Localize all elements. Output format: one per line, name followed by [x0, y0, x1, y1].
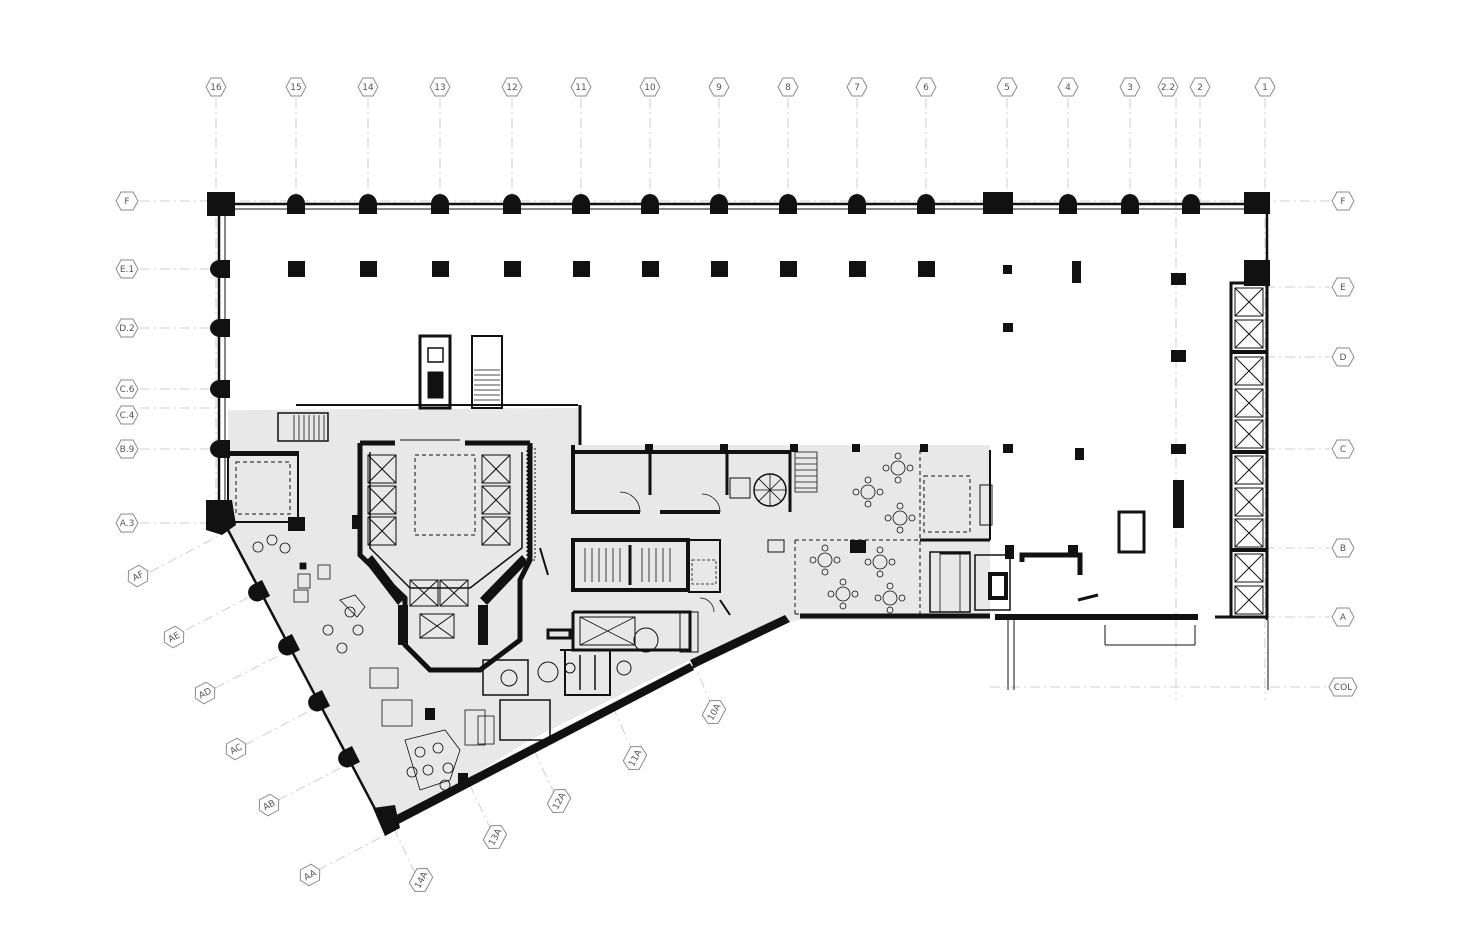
svg-text:9: 9	[716, 83, 722, 93]
grid-tag-1: 1	[1254, 77, 1276, 97]
grid-tag-12a: 12A	[546, 789, 572, 813]
stair-block	[571, 538, 785, 593]
facade-piers-north	[287, 194, 1200, 214]
svg-text:E: E	[1340, 283, 1346, 293]
grid-tag-right-b: B	[1331, 538, 1355, 558]
svg-text:13: 13	[434, 83, 445, 93]
svg-text:12: 12	[506, 83, 517, 93]
svg-text:16: 16	[210, 83, 222, 93]
grid-tag-14: 14	[357, 77, 379, 97]
grid-tag-6: 6	[915, 77, 937, 97]
svg-text:6: 6	[923, 83, 929, 93]
grid-tag-right-d: D	[1331, 347, 1355, 367]
grid-tag-aa: AA	[299, 863, 321, 887]
svg-text:B: B	[1340, 544, 1346, 554]
svg-text:7: 7	[854, 83, 860, 93]
sw-open-office	[252, 515, 495, 791]
svg-text:15: 15	[290, 83, 301, 93]
svg-text:2.2: 2.2	[1161, 83, 1175, 93]
top-grid-tags: 16 15 14 13 12 11 10 9 8 7 6 5 4 3 2.2 2…	[205, 77, 1276, 97]
middle-rooms	[571, 445, 818, 514]
grid-tag-15: 15	[285, 77, 307, 97]
grid-tag-right-e: E	[1331, 277, 1355, 297]
svg-text:D: D	[1340, 353, 1347, 363]
grid-tag-left-f: F	[115, 191, 139, 211]
grid-tag-13: 13	[429, 77, 451, 97]
grid-tag-4: 4	[1057, 77, 1079, 97]
grid-tag-16: 16	[205, 77, 227, 97]
svg-text:5: 5	[1004, 83, 1010, 93]
grid-tag-ac: AC	[225, 737, 247, 761]
grid-tag-5: 5	[996, 77, 1018, 97]
grid-tag-left-e1: E.1	[115, 259, 139, 279]
grid-tag-10: 10	[639, 77, 661, 97]
grid-tag-10a: 10A	[701, 700, 727, 724]
svg-text:A.3: A.3	[120, 519, 135, 529]
grid-tag-right-col: COL	[1328, 677, 1358, 697]
south-angled-wall	[383, 615, 790, 830]
left-grid-tags: F E.1 D.2 C.6 C.4 B.9 A.3	[115, 191, 139, 533]
interior-columns	[288, 261, 1186, 785]
west-office	[227, 451, 299, 523]
central-core	[357, 440, 536, 673]
diagonal-grid-tags: AF AE AD AC AB AA 14A 13A 12A 11A 10A	[127, 564, 727, 892]
grid-tag-14a: 14A	[408, 868, 434, 892]
grid-tag-7: 7	[846, 77, 868, 97]
svg-text:D.2: D.2	[119, 324, 135, 334]
north-stair-core	[277, 334, 578, 442]
svg-text:F: F	[124, 197, 129, 207]
svg-text:AF: AF	[131, 570, 146, 584]
grid-tag-ab: AB	[258, 793, 280, 817]
svg-text:E.1: E.1	[120, 265, 134, 275]
grid-tag-2: 2	[1189, 77, 1211, 97]
grid-tag-3: 3	[1119, 77, 1141, 97]
svg-text:10: 10	[644, 83, 656, 93]
svg-text:14: 14	[362, 83, 374, 93]
open-shaft	[1117, 510, 1146, 554]
svg-text:COL: COL	[1334, 683, 1352, 693]
grid-tag-left-c6: C.6	[115, 379, 139, 399]
right-grid-tags: F E D C B A COL	[1328, 191, 1358, 697]
grid-tag-ad: AD	[194, 681, 216, 705]
facade-piers-southwest	[248, 580, 360, 768]
grid-tag-12: 12	[501, 77, 523, 97]
grid-tag-left-c4: C.4	[115, 405, 139, 425]
svg-text:A: A	[1340, 613, 1347, 623]
svg-text:4: 4	[1065, 83, 1071, 93]
misc-walls	[400, 405, 970, 616]
grid-tag-right-c: C	[1331, 439, 1355, 459]
corner-columns	[206, 192, 1270, 836]
svg-text:F: F	[1340, 197, 1345, 207]
svg-text:C: C	[1340, 445, 1346, 455]
grid-tag-left-a3: A.3	[115, 513, 139, 533]
svg-text:B.9: B.9	[120, 445, 135, 455]
fitout-area	[228, 408, 990, 830]
grid-tag-2-2: 2.2	[1157, 77, 1179, 97]
east-shaft-bank	[1229, 281, 1269, 619]
svg-text:2: 2	[1197, 83, 1203, 93]
grid-tag-right-f: F	[1331, 191, 1355, 211]
grid-tag-left-b9: B.9	[115, 439, 139, 459]
grid-tag-9: 9	[708, 77, 730, 97]
svg-text:3: 3	[1127, 83, 1133, 93]
grid-tag-8: 8	[777, 77, 799, 97]
svg-text:8: 8	[785, 83, 791, 93]
cafe-area	[645, 444, 993, 619]
svg-text:11: 11	[575, 83, 586, 93]
grid-tag-ae: AE	[163, 625, 185, 649]
grid-tag-right-a: A	[1331, 607, 1355, 627]
east-service	[974, 545, 1269, 690]
svg-text:C.4: C.4	[120, 411, 135, 421]
grid-tag-11: 11	[570, 77, 592, 97]
grid-tag-13a: 13A	[482, 825, 508, 849]
grid-tag-11a: 11A	[622, 746, 648, 770]
facade-piers-west	[210, 260, 230, 458]
svg-text:C.6: C.6	[120, 385, 135, 395]
restrooms	[482, 610, 699, 741]
grid-tag-left-d2: D.2	[115, 318, 139, 338]
grid-tag-af: AF	[127, 564, 149, 588]
svg-text:1: 1	[1262, 83, 1268, 93]
